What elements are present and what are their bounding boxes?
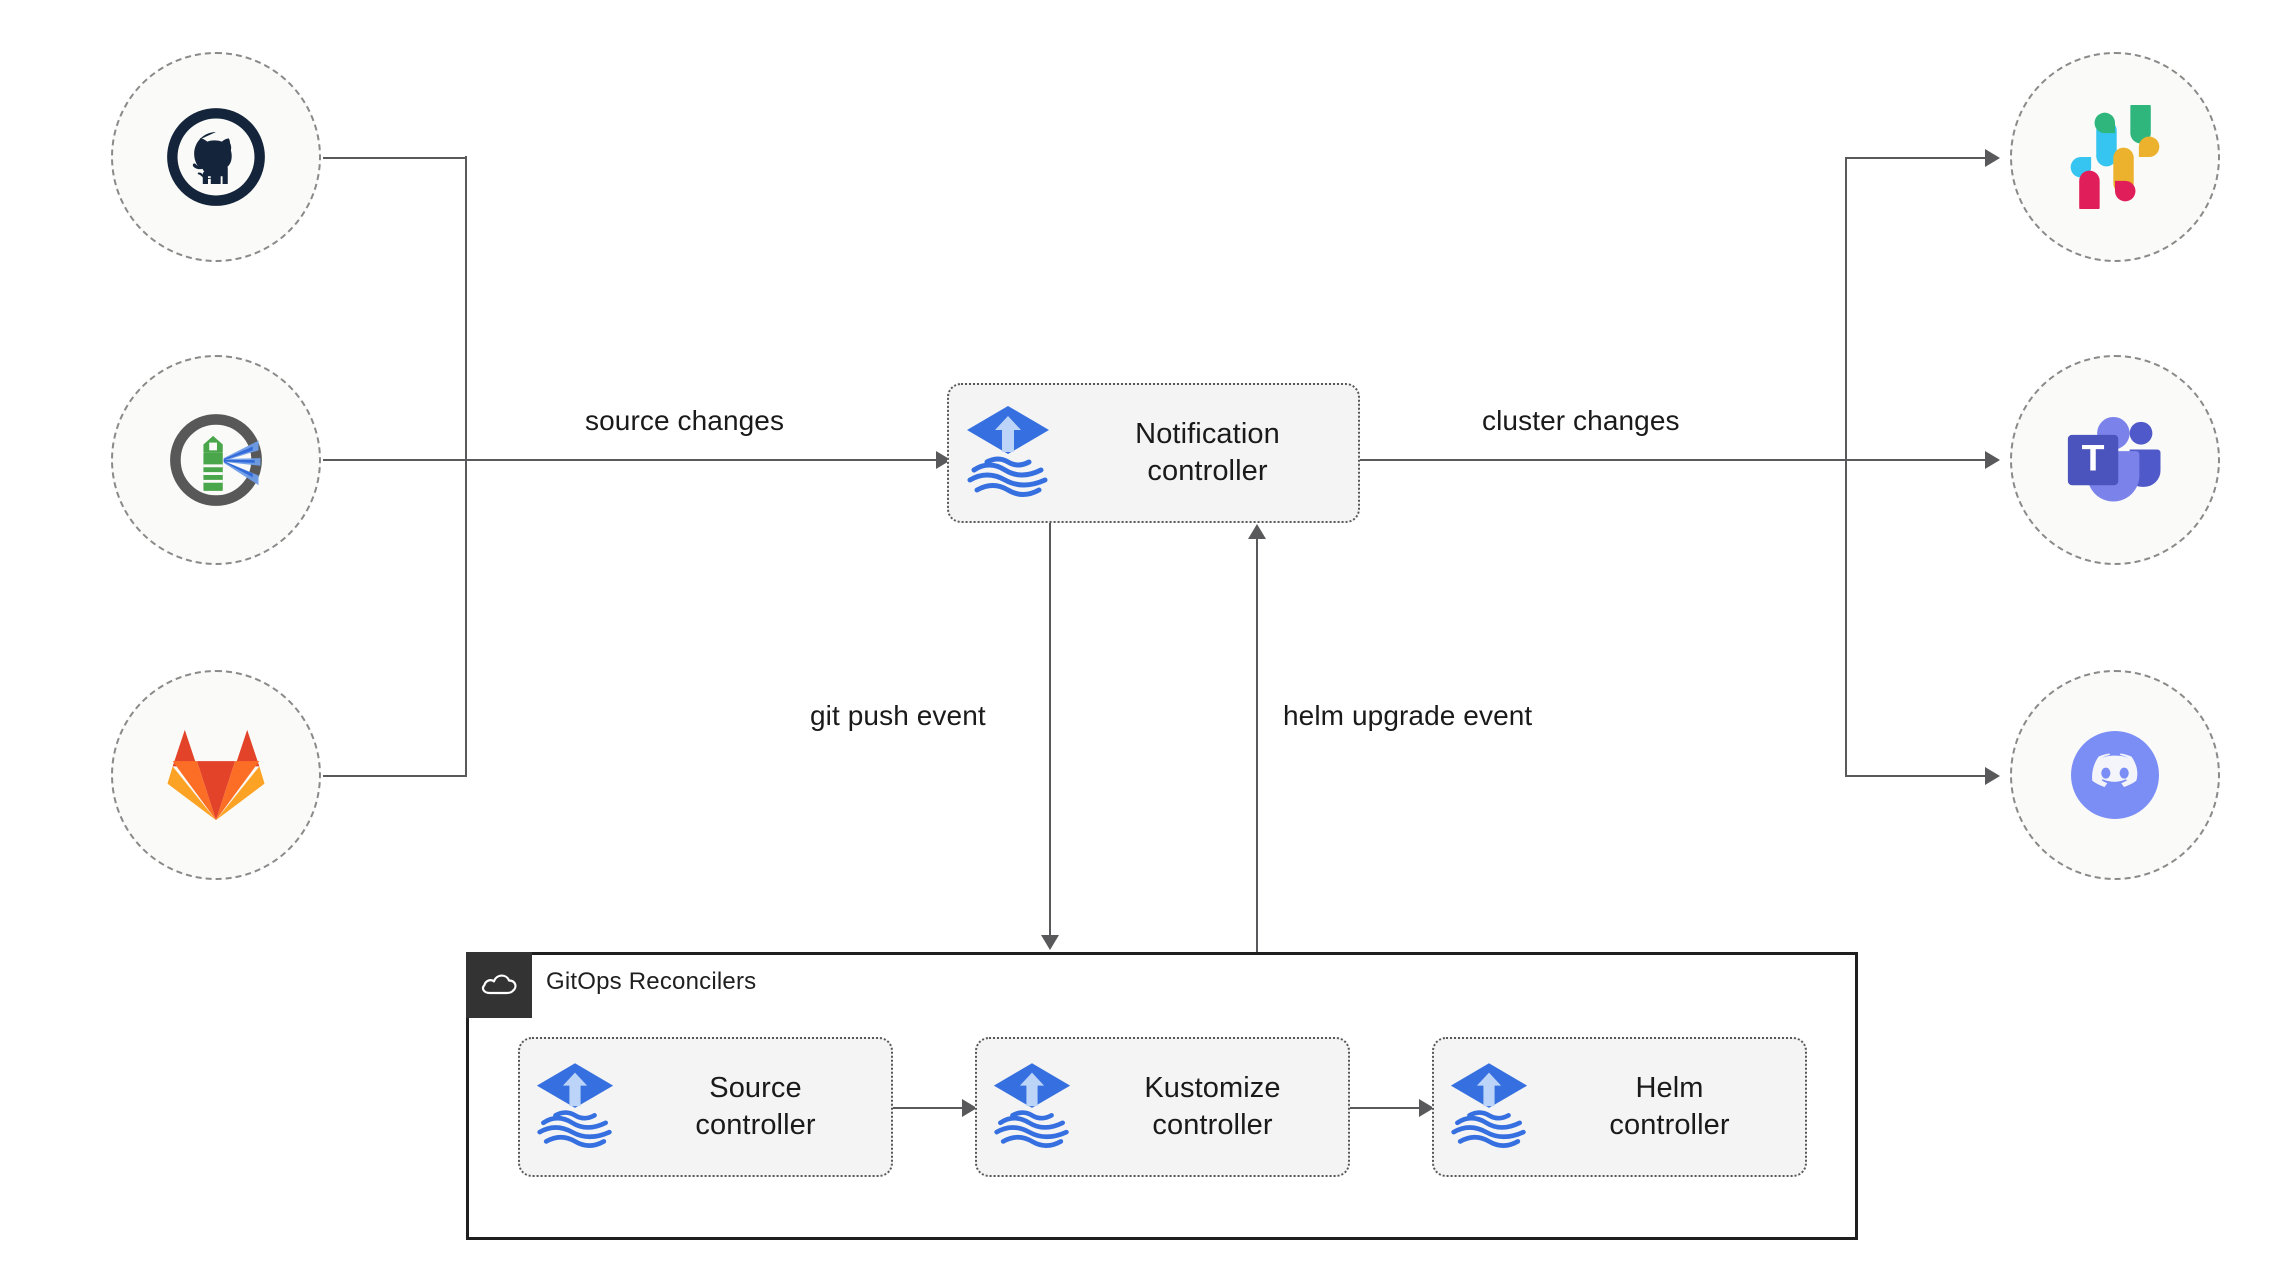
target-node-slack[interactable]: [2010, 52, 2220, 262]
source-controller-box[interactable]: Source controller: [518, 1037, 893, 1177]
edge-label-git-push-event: git push event: [810, 700, 986, 731]
notification-controller-box[interactable]: Notification controller: [947, 383, 1360, 523]
source-node-helm[interactable]: [111, 355, 321, 565]
edge-helm-stub: [323, 459, 467, 461]
edge-slack-stub: [1845, 157, 1987, 159]
edge-kustomize-to-helm-line: [1350, 1107, 1422, 1109]
edge-git-push-line: [1049, 523, 1051, 936]
flux-icon: [949, 404, 1067, 502]
edge-git-push-arrowhead: [1041, 935, 1059, 950]
source-controller-label: Source controller: [695, 1071, 816, 1141]
helm-icon: [158, 402, 274, 518]
slack-icon: [2063, 105, 2167, 209]
edge-target-bus: [1845, 157, 1847, 777]
source-node-github[interactable]: [111, 52, 321, 262]
gitops-group-title: GitOps Reconcilers: [546, 968, 757, 995]
notification-controller-label: Notification controller: [1135, 417, 1280, 487]
flux-icon: [977, 1061, 1087, 1153]
github-icon: [164, 105, 268, 209]
edge-source-to-kustomize-arrowhead: [962, 1099, 977, 1117]
edge-source-to-kustomize-line: [893, 1107, 965, 1109]
edge-teams-arrowhead: [1985, 451, 2000, 469]
edge-label-cluster-changes: cluster changes: [1482, 405, 1680, 436]
edge-label-source-changes: source changes: [585, 405, 785, 436]
edge-source-bus: [465, 156, 467, 776]
edge-helm-upgrade-arrowhead: [1248, 524, 1266, 539]
source-node-gitlab[interactable]: [111, 670, 321, 880]
kustomize-controller-label: Kustomize controller: [1144, 1071, 1281, 1141]
gitlab-icon: [164, 725, 268, 825]
edge-gitlab-stub: [323, 775, 467, 777]
edge-cluster-changes-line: [1360, 459, 1846, 461]
gitops-group-icon-tab: [466, 952, 532, 1018]
kustomize-controller-box[interactable]: Kustomize controller: [975, 1037, 1350, 1177]
edge-kustomize-to-helm-arrowhead: [1419, 1099, 1434, 1117]
edge-github-stub: [323, 157, 467, 159]
edge-label-helm-upgrade-event: helm upgrade event: [1283, 700, 1533, 731]
helm-controller-box[interactable]: Helm controller: [1432, 1037, 1807, 1177]
helm-controller-label: Helm controller: [1609, 1071, 1730, 1141]
edge-discord-arrowhead: [1985, 767, 2000, 785]
ms-teams-icon: T: [2063, 412, 2167, 508]
edge-helm-upgrade-line: [1256, 538, 1258, 952]
cloud-icon: [479, 969, 519, 1002]
edge-slack-arrowhead: [1985, 149, 2000, 167]
svg-text:T: T: [2082, 437, 2105, 479]
flux-icon: [1434, 1061, 1544, 1153]
target-node-discord[interactable]: [2010, 670, 2220, 880]
edge-source-changes-line: [465, 459, 940, 461]
discord-icon: [2060, 720, 2170, 830]
target-node-ms-teams[interactable]: T: [2010, 355, 2220, 565]
flux-icon: [520, 1061, 630, 1153]
edge-teams-stub: [1845, 459, 1987, 461]
edge-discord-stub: [1845, 775, 1987, 777]
